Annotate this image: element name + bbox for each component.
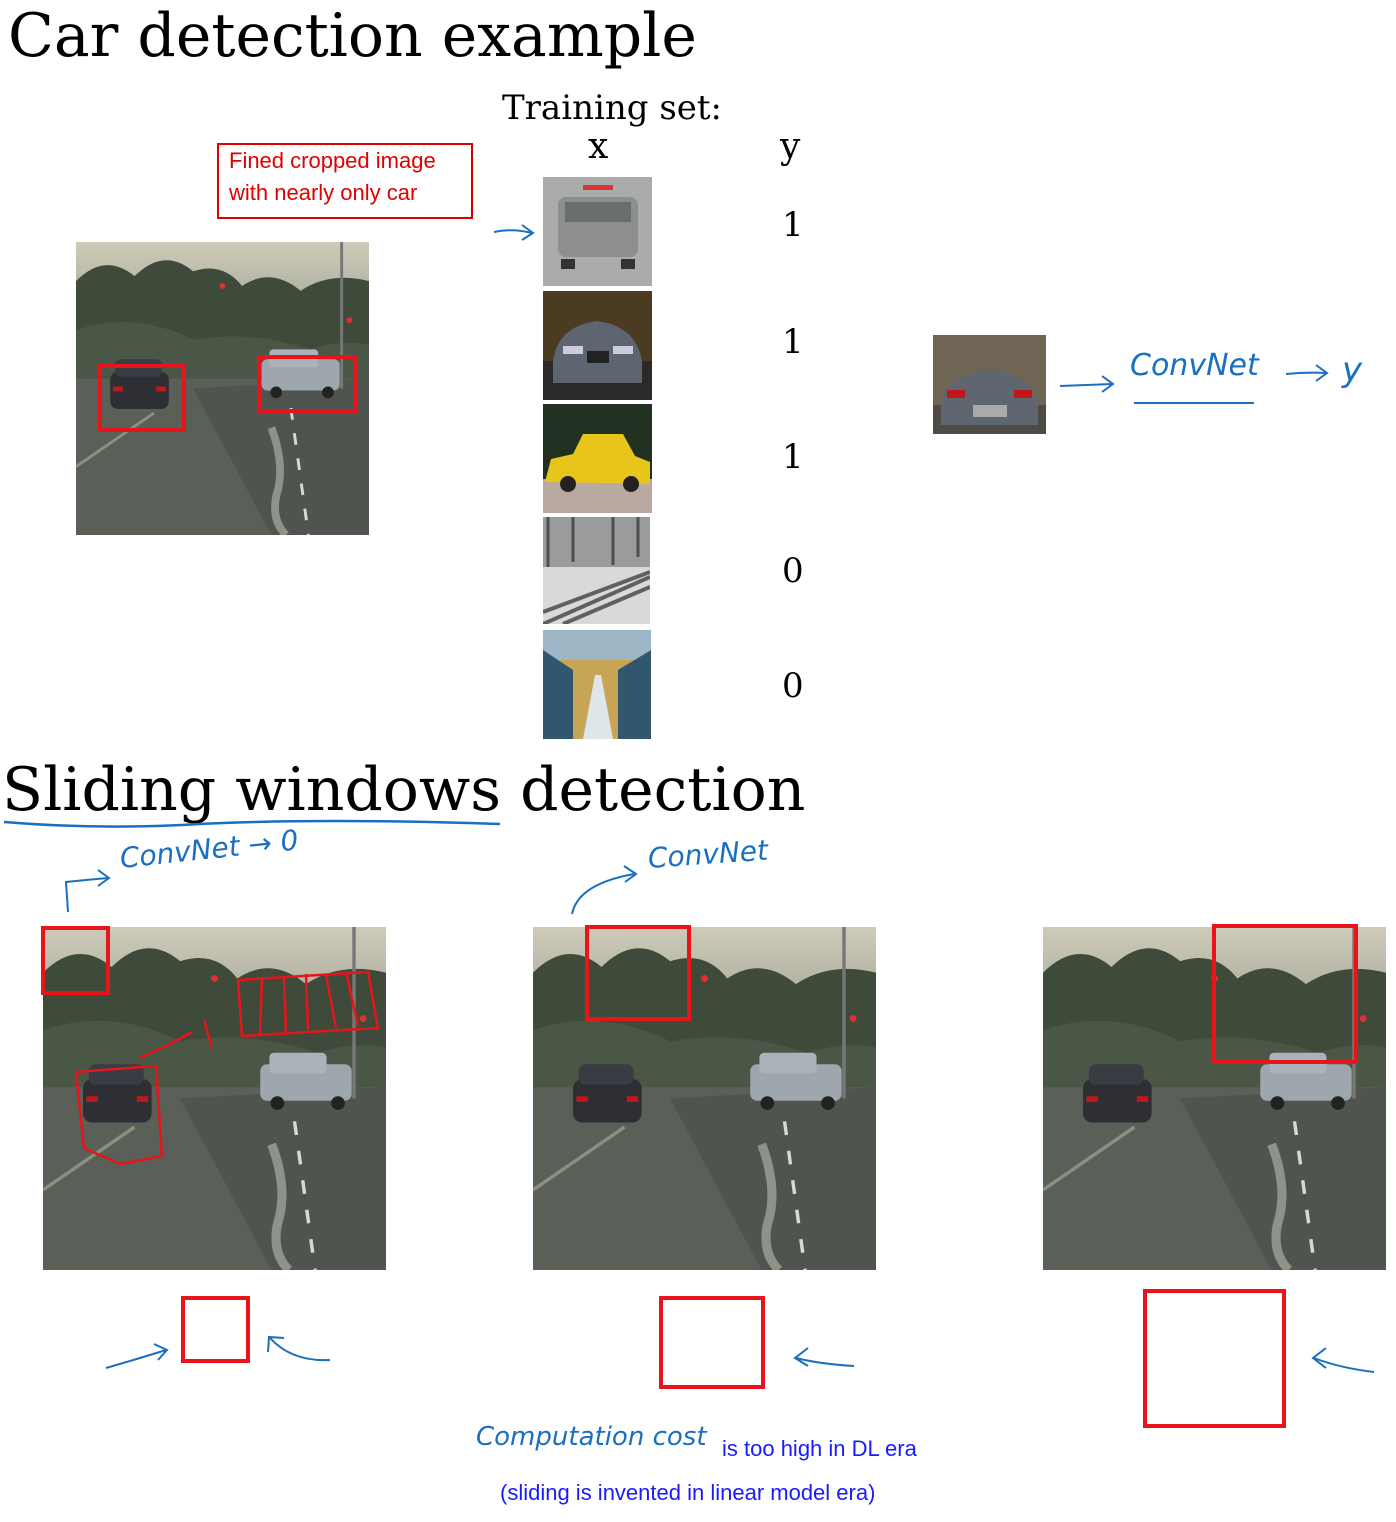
computation-cost-annotation: Computation cost — [476, 1422, 707, 1452]
arrow-hand-icon — [64, 869, 111, 913]
training-image-car-2 — [543, 291, 652, 400]
slide1-title: Car detection example — [8, 1, 697, 71]
underline-stroke — [3, 819, 501, 828]
output-y-annotation: y — [1342, 350, 1363, 390]
label-y: 1 — [782, 437, 804, 477]
window-size-medium — [659, 1296, 765, 1389]
training-image-car-1 — [543, 177, 652, 286]
car-bounding-box — [98, 364, 186, 432]
window-size-small — [181, 1296, 250, 1363]
convnet-annotation: ConvNet — [1130, 348, 1259, 383]
cost-note-typed: is too high in DL era — [722, 1436, 917, 1461]
test-car-image — [933, 335, 1046, 434]
window-sketch-strokes — [74, 970, 380, 1166]
column-y-header: y — [780, 126, 801, 167]
arrow-hand-icon — [1059, 375, 1115, 393]
arrow-hand-icon — [1311, 1347, 1375, 1373]
label-y: 1 — [782, 322, 804, 362]
arrow-hand-icon — [1285, 364, 1329, 382]
note-line-2: with nearly only car — [229, 180, 418, 205]
sliding-window-large — [1212, 924, 1358, 1064]
sliding-history-note: (sliding is invented in linear model era… — [500, 1480, 876, 1505]
car-bounding-box — [257, 355, 358, 413]
arrow-hand-icon — [267, 1335, 331, 1362]
underline-stroke — [1134, 402, 1254, 404]
label-y: 0 — [782, 666, 804, 706]
training-image-car-3 — [543, 404, 652, 513]
arrow-hand-icon — [105, 1343, 169, 1369]
arrow-hand-icon — [571, 865, 638, 915]
slide2-title: Sliding windows detection — [2, 755, 806, 825]
note-box: Fined cropped image with nearly only car — [217, 143, 473, 219]
training-image-road-forest — [543, 630, 651, 739]
road-scene-image — [76, 242, 369, 535]
note-line-1: Fined cropped image — [229, 148, 436, 173]
training-image-road-snow — [543, 517, 650, 624]
column-x-header: x — [588, 126, 609, 167]
arrow-hand-icon — [493, 224, 535, 241]
sliding-window-small — [41, 926, 110, 995]
label-y: 1 — [782, 205, 804, 245]
training-set-label: Training set: — [502, 88, 723, 128]
label-y: 0 — [782, 551, 804, 591]
window-size-large — [1143, 1289, 1286, 1428]
sliding-window-medium — [585, 925, 691, 1021]
convnet-annotation-2: ConvNet — [646, 833, 770, 875]
arrow-hand-icon — [793, 1347, 855, 1367]
